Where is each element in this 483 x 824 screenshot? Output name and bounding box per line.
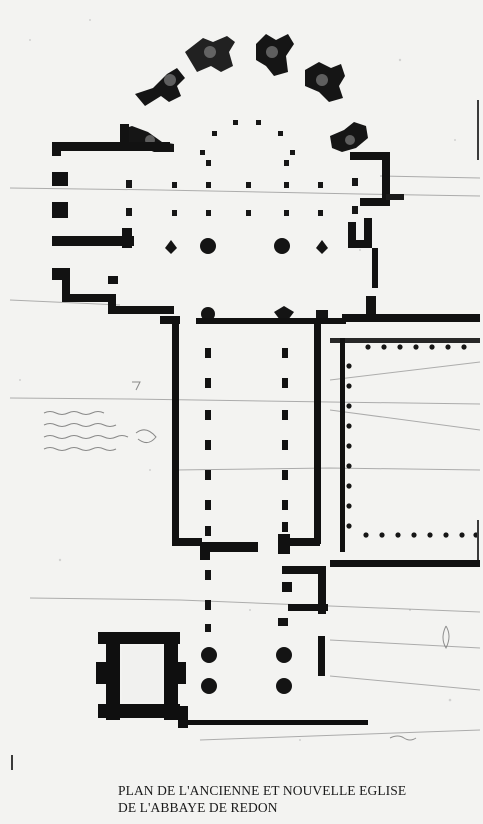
bell-tower-interior <box>122 646 162 702</box>
nave-walls <box>160 314 480 560</box>
abbey-floor-plan <box>9 19 481 770</box>
caption-line-1: PLAN DE L'ANCIENNE ET NOUVELLE EGLISE <box>118 783 407 798</box>
west-porch-walls <box>282 566 328 676</box>
frame-marks <box>11 100 479 770</box>
south-transept-walls <box>348 152 390 318</box>
scan-noise <box>19 19 456 741</box>
handwritten-annotation <box>43 381 157 451</box>
handwritten-annotation-right <box>389 625 450 741</box>
choir-ambulatory-piers <box>200 120 295 155</box>
north-transept-walls <box>52 124 174 314</box>
transept-wall-fragment <box>386 194 404 200</box>
apse-radiating-chapels <box>120 34 368 152</box>
choir-piers <box>126 160 358 216</box>
faint-guide-lines <box>9 175 481 741</box>
plan-caption: PLAN DE L'ANCIENNE ET NOUVELLE EGLISE DE… <box>118 782 478 816</box>
bell-tower <box>96 632 368 728</box>
crossing-piers <box>165 238 328 321</box>
cloister-arcade-columns <box>346 344 479 538</box>
nave-piers <box>205 348 288 536</box>
cloister-walls <box>330 338 480 567</box>
caption-line-2: DE L'ABBAYE DE REDON <box>118 800 278 815</box>
porch-piers <box>201 570 292 694</box>
